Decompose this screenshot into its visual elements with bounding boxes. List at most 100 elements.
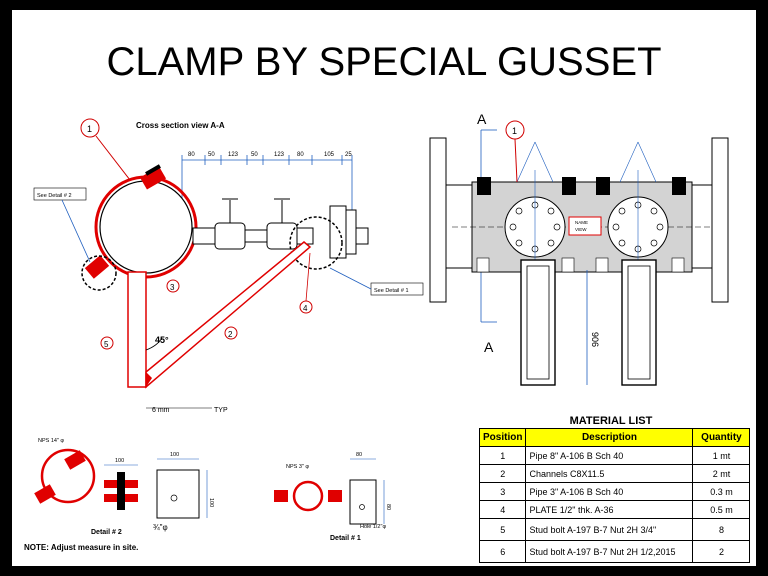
- clamp-bolt-lower: [84, 255, 110, 279]
- column-header: Position: [478, 428, 527, 447]
- description-cell: PLATE 1/2" thk. A-36: [525, 500, 694, 519]
- leader-line: [305, 252, 311, 302]
- callout-5: [100, 336, 114, 350]
- callout-1: [80, 118, 100, 138]
- quantity-cell: 0.3 m: [692, 482, 751, 501]
- top-bolts: [477, 177, 686, 195]
- detail-clamp-bolts: [34, 450, 86, 504]
- channel-leg-right-inner: [627, 265, 651, 380]
- d1-plate: [349, 479, 377, 525]
- dim-label: 80: [297, 152, 304, 158]
- height-dim-label: 906: [590, 332, 600, 347]
- angle-arc: [145, 337, 163, 351]
- table-row: 1 Pipe 8" A-106 B Sch 40 1 mt: [478, 446, 751, 465]
- callout-plan-1-label: 1: [512, 126, 517, 136]
- table-row: 2 Channels C8X11.5 2 mt: [478, 464, 751, 483]
- nps14-label: NPS 14" φ: [38, 438, 64, 444]
- see-detail-1-label: See Detail # 1: [374, 288, 409, 294]
- leader-line: [514, 138, 518, 183]
- table-row: 5 Stud bolt A-197 B-7 Nut 2H 3/4" 8: [478, 518, 751, 541]
- dim-label: 123: [274, 152, 285, 158]
- weld-mark: [146, 372, 152, 387]
- d1-hole-label: Hole 1/2"φ: [360, 524, 386, 530]
- dim-label: 50: [208, 152, 215, 158]
- angle-label: 45°: [155, 335, 169, 345]
- d2-dim-3: 100: [208, 498, 214, 507]
- flange-left: [429, 137, 447, 303]
- leader-fans: [516, 141, 657, 183]
- callout-3-label: 3: [170, 283, 175, 292]
- leader-line: [61, 199, 91, 263]
- cross-section-label: Cross section view A-A: [136, 121, 225, 130]
- detail-2-title: Detail # 2: [91, 529, 122, 536]
- callout-3: [166, 279, 180, 293]
- name-tag-text: NAME: [575, 220, 588, 225]
- pipe-8in: [99, 180, 193, 274]
- section-marker-bottom: A: [484, 339, 494, 355]
- position-cell: 2: [478, 464, 527, 483]
- d2-dim-2: 100: [170, 452, 179, 458]
- dim-label: 80: [188, 152, 195, 158]
- position-cell: 3: [478, 482, 527, 501]
- d2-plate: [156, 469, 200, 519]
- callout-5-label: 5: [104, 340, 109, 349]
- dim-label: 105: [324, 152, 335, 158]
- see-detail-2-label: See Detail # 2: [37, 193, 72, 199]
- position-cell: 1: [478, 446, 527, 465]
- drawing: Cross section view A-A 80 50 123 50 123 …: [33, 111, 729, 542]
- position-cell: 6: [478, 540, 527, 563]
- description-cell: Stud bolt A-197 B-7 Nut 2H 1/2,2015: [525, 540, 694, 563]
- leader-line: [95, 135, 131, 181]
- quantity-cell: 2: [692, 540, 751, 563]
- section-marker-top: A: [477, 111, 487, 127]
- material-list-table: Position Description Quantity 1 Pipe 8" …: [478, 428, 751, 563]
- see-detail-2-box: [33, 187, 87, 201]
- leader-line: [329, 267, 372, 290]
- column-header: Quantity: [692, 428, 751, 447]
- callout-2: [224, 326, 238, 340]
- bolt-holes: [509, 201, 664, 253]
- dim-label: 25: [345, 152, 352, 158]
- nps3-label: NPS 3" φ: [286, 464, 309, 470]
- description-cell: Pipe 3" A-106 B Sch 40: [525, 482, 694, 501]
- site-note: NOTE: Adjust measure in site.: [24, 543, 139, 552]
- quantity-cell: 1 mt: [692, 446, 751, 465]
- name-tag: [568, 216, 602, 236]
- name-tag-text: VIEW: [575, 227, 587, 232]
- dim-label: 50: [251, 152, 258, 158]
- position-cell: 5: [478, 518, 527, 541]
- typ-label: TYP: [214, 407, 228, 414]
- weld-size: 6 mm: [152, 407, 170, 414]
- slide: CLAMP BY SPECIAL GUSSET Cross section vi…: [12, 10, 756, 566]
- quantity-cell: 0.5 m: [692, 500, 751, 519]
- d2-dim-1: 100: [115, 458, 124, 464]
- table-row: 3 Pipe 3" A-106 B Sch 40 0.3 m: [478, 482, 751, 501]
- bottom-bolts: [476, 257, 685, 273]
- detail-clamp-ring: [40, 448, 96, 504]
- flange-right: [711, 137, 729, 303]
- table-header-row: Position Description Quantity: [478, 428, 751, 447]
- description-cell: Channels C8X11.5: [525, 464, 694, 483]
- detail-1-title: Detail # 1: [330, 535, 361, 542]
- clamp-bolt-upper: [139, 164, 167, 190]
- material-list-title: MATERIAL LIST: [569, 415, 653, 427]
- detail-1-circle: [289, 216, 343, 270]
- page-title: CLAMP BY SPECIAL GUSSET: [106, 40, 662, 84]
- d1-hole: [359, 504, 365, 510]
- detail-2-plates: [104, 472, 138, 510]
- table-row: 6 Stud bolt A-197 B-7 Nut 2H 1/2,2015 2: [478, 540, 751, 563]
- detail-2-circle: [81, 255, 117, 291]
- position-cell: 4: [478, 500, 527, 519]
- description-cell: Pipe 8" A-106 B Sch 40: [525, 446, 694, 465]
- callout-2-label: 2: [228, 330, 233, 339]
- dim-label: 123: [228, 152, 239, 158]
- d1-clamp-ring: [292, 480, 324, 512]
- channel-leg-left-inner: [526, 265, 550, 380]
- callout-4-label: 4: [303, 304, 308, 313]
- d1-dim-1: 80: [356, 452, 362, 458]
- d2-hole-label: ¾"φ: [153, 523, 168, 532]
- d2-hole: [170, 494, 178, 502]
- description-cell: Stud bolt A-197 B-7 Nut 2H 3/4": [525, 518, 694, 541]
- d1-dim-2: 80: [385, 504, 391, 510]
- callout-1-label: 1: [87, 124, 92, 134]
